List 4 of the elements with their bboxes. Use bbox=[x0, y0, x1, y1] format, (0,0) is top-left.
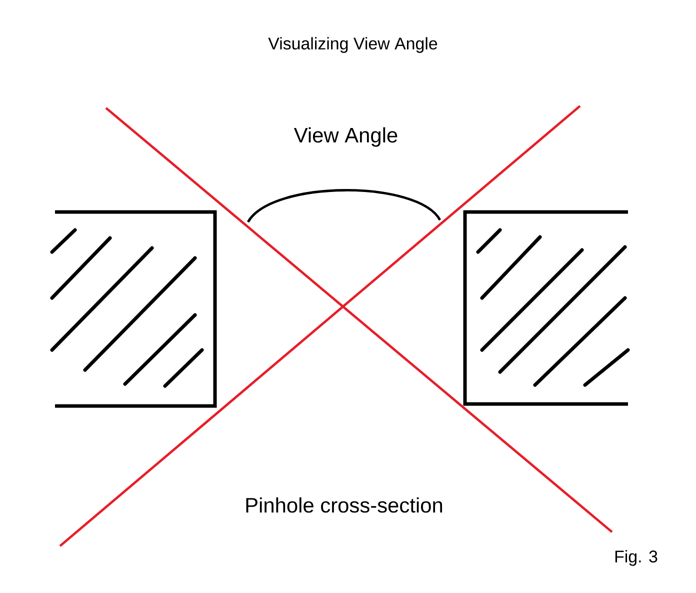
caption-label: Pinhole cross-section bbox=[246, 497, 442, 513]
title: Visualizing View Angle bbox=[268, 37, 438, 53]
angle-label: View Angle bbox=[294, 127, 398, 147]
figure-number: Fig. 3 bbox=[615, 550, 658, 566]
